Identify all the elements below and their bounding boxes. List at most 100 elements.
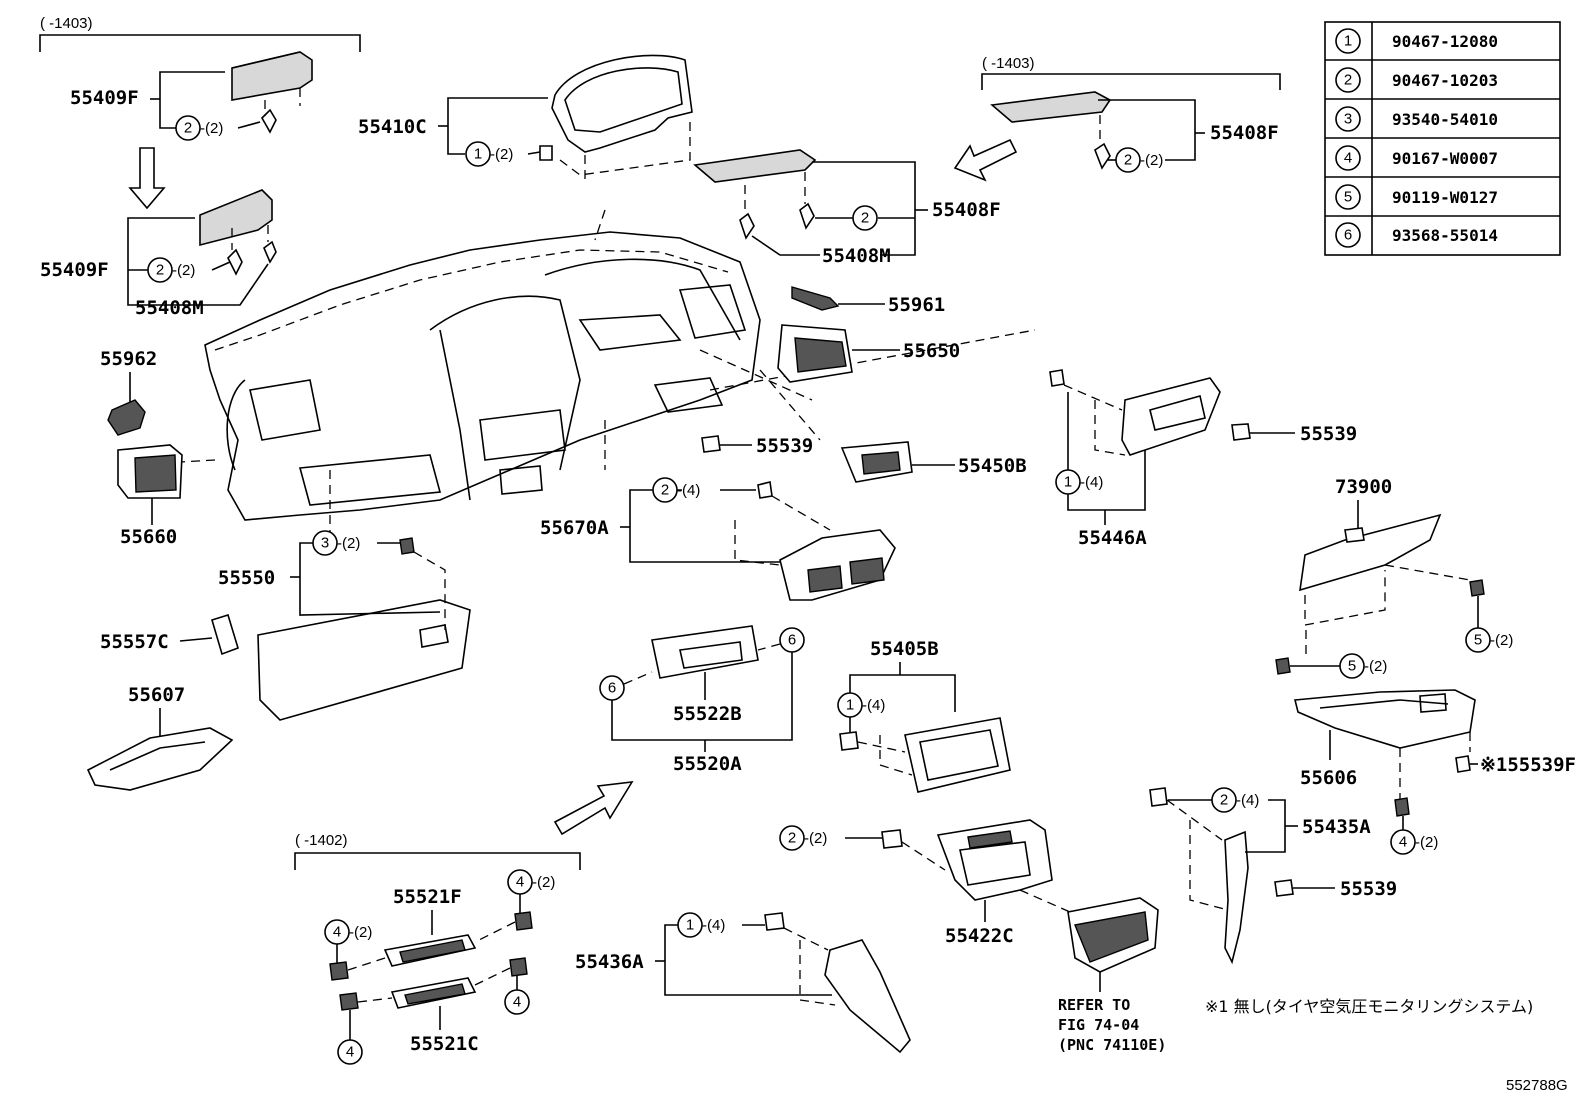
callout-2-55422C: 2: [788, 830, 796, 847]
table-num-1: 1: [1344, 33, 1352, 50]
callout-5-right: 5: [1474, 632, 1482, 649]
part-55557C: 55557C: [100, 613, 239, 656]
label-55409F-upper: 55409F: [70, 87, 139, 109]
callout-4-55521F-right: 4: [516, 874, 524, 891]
callout-4-55521C-right: 4: [513, 994, 521, 1011]
part-55520A: 6 6 55522B 55520A: [599, 625, 805, 775]
range-bracket-top-left: ( -1403): [39, 15, 361, 52]
label-55557C: 55557C: [100, 631, 169, 653]
label-55446A: 55446A: [1078, 527, 1147, 549]
callout-5-left: 5: [1348, 658, 1356, 675]
part-55409F-upper: 55409F 2 -(2): [70, 51, 313, 141]
table-part-1: 90467-12080: [1392, 32, 1498, 51]
part-55446A: 1 -(4) 55446A: [1049, 369, 1221, 549]
callout-2-55409F-lower: 2: [156, 262, 164, 279]
qty-5-left: -(2): [1364, 658, 1387, 675]
qty-55550: -(2): [337, 535, 360, 552]
callout-4-55521F-left: 4: [333, 924, 341, 941]
label-55520A: 55520A: [673, 753, 742, 775]
label-55522B: 55522B: [673, 703, 742, 725]
left-arrow: [953, 138, 1018, 182]
label-55539-center: 55539: [756, 435, 813, 457]
refer-line-2: FIG 74-04: [1058, 1016, 1139, 1034]
callout-2-55409F-upper: 2: [184, 120, 192, 137]
label-55539-lower: 55539: [1340, 878, 1397, 900]
part-55410C: 55410C 1 -(2): [358, 54, 693, 176]
table-callout-4: [1335, 145, 1361, 171]
label-55408M-center: 55408M: [822, 245, 891, 267]
part-55550: 3 -(2) 55550: [218, 530, 471, 721]
label-55521C: 55521C: [410, 1033, 479, 1055]
label-55539F: ※155539F: [1480, 754, 1576, 776]
table-part-2: 90467-10203: [1392, 71, 1498, 90]
label-55436A: 55436A: [575, 951, 644, 973]
part-55539-lower: 55539: [1274, 878, 1397, 900]
table-callout-5: [1335, 184, 1361, 210]
part-55962: 55962: [100, 348, 157, 436]
label-55670A: 55670A: [540, 517, 609, 539]
label-55539-right: 55539: [1300, 423, 1357, 445]
refer-line-1: REFER TO: [1058, 996, 1130, 1014]
footnote: ※1 無し(タイヤ空気圧モニタリングシステム): [1205, 997, 1533, 1016]
callout-6-left: 6: [608, 680, 616, 697]
part-55607: 55607: [86, 684, 234, 791]
up-right-arrow: [553, 781, 634, 836]
qty-55405B: -(4): [862, 697, 885, 714]
instrument-panel-frame: [204, 231, 761, 521]
table-callout-3: [1335, 106, 1361, 132]
label-55962: 55962: [100, 348, 157, 370]
qty-55436A: -(4): [702, 917, 725, 934]
table-part-5: 90119-W0127: [1392, 188, 1498, 207]
range-label-bottom: ( -1402): [295, 832, 348, 849]
callout-2-55408F-center: 2: [861, 210, 869, 227]
part-55435A: 2 -(4) 55435A: [1149, 787, 1371, 965]
label-55550: 55550: [218, 567, 275, 589]
refer-fig-74-04: REFER TO FIG 74-04 (PNC 74110E): [1019, 889, 1166, 1054]
part-55422C: 2 -(2) 55422C: [779, 819, 1053, 947]
label-55450B: 55450B: [958, 455, 1027, 477]
part-55405B: 55405B 1 -(4): [837, 638, 1011, 793]
range-bracket-bottom: ( -1402): [294, 832, 581, 870]
qty-55409F-lower: -(2): [172, 262, 195, 279]
part-55521F: 55521F 4 -(2) 4 -(2): [324, 869, 555, 981]
range-bracket-top-right: ( -1403): [981, 55, 1281, 90]
table-num-4: 4: [1344, 150, 1352, 167]
range-label-top-right: ( -1403): [982, 55, 1035, 72]
part-55450B: 55450B: [840, 441, 1027, 483]
qty-4-55521F-right: -(2): [532, 874, 555, 891]
label-55660: 55660: [120, 526, 177, 548]
leader-dashes: [179, 140, 1036, 540]
table-num-6: 6: [1344, 227, 1352, 244]
refer-line-3: (PNC 74110E): [1058, 1036, 1166, 1054]
part-55408F-center: 55408F 2 55408M: [693, 149, 1001, 267]
part-55436A: 1 -(4) 55436A: [575, 912, 911, 1054]
label-55410C: 55410C: [358, 116, 427, 138]
table-num-3: 3: [1344, 111, 1352, 128]
part-73900: 73900 5 -(2) 5 -(2): [1275, 476, 1513, 679]
label-55607: 55607: [128, 684, 185, 706]
callout-4-55521C-left: 4: [346, 1044, 354, 1061]
part-55409F-lower: 55409F 2 -(2) 55408M: [40, 189, 277, 319]
label-55961: 55961: [888, 294, 945, 316]
label-55435A: 55435A: [1302, 816, 1371, 838]
table-part-4: 90167-W0007: [1392, 149, 1498, 168]
qty-55670A: -(4): [677, 482, 700, 499]
callout-1-55436A: 1: [686, 917, 694, 934]
table-callout-1: [1335, 28, 1361, 54]
callout-6-right: 6: [788, 632, 796, 649]
part-55670A: 2 -(4) 55670A: [540, 477, 896, 601]
diagram-code: 552788G: [1506, 1077, 1568, 1094]
callout-2-55435A: 2: [1220, 792, 1228, 809]
callout-4-55606: 4: [1399, 834, 1407, 851]
label-73900: 73900: [1335, 476, 1392, 498]
callout-3-55550: 3: [321, 535, 329, 552]
label-55408F-upper: 55408F: [1210, 122, 1279, 144]
part-55606: 55606 ※155539F 4 -(2): [1293, 689, 1576, 855]
part-55650: 55650: [777, 324, 960, 383]
qty-4-55521F-left: -(2): [349, 924, 372, 941]
label-55422C: 55422C: [945, 925, 1014, 947]
part-55961: 55961: [791, 286, 945, 316]
callout-1-55405B: 1: [846, 697, 854, 714]
qty-4-55606: -(2): [1415, 834, 1438, 851]
